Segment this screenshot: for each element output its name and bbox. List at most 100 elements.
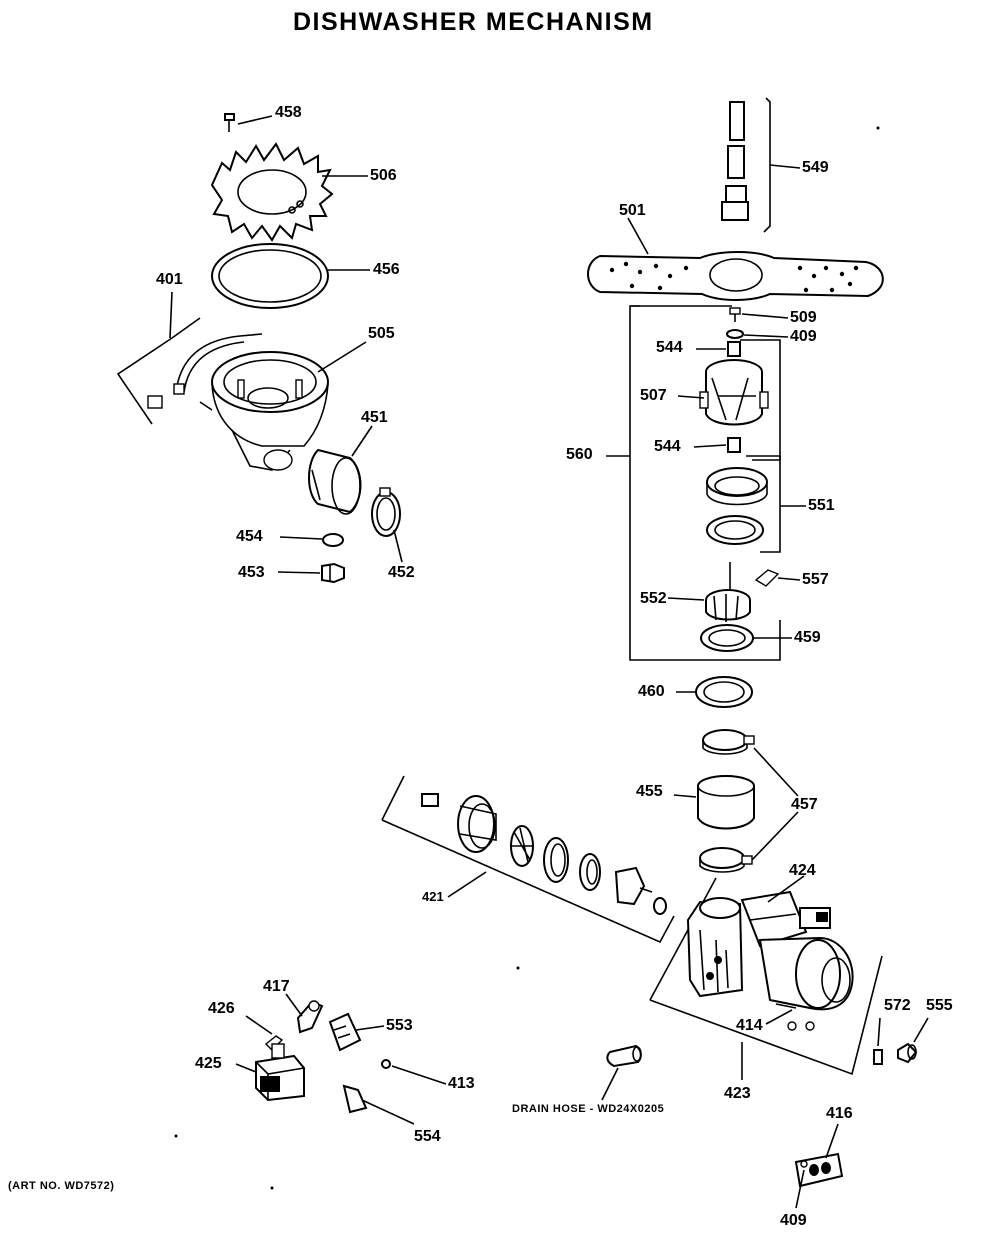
callout-560: 560 [566,446,593,463]
part-507-turbine [699,359,769,426]
part-551-seal-assembly [706,467,768,545]
part-453-fitting [321,562,345,584]
leader-drain-hose [601,1067,619,1101]
callout-501: 501 [619,202,646,219]
callout-413: 413 [448,1075,475,1092]
part-549-tube-assembly [721,101,749,221]
part-553-float [328,1012,362,1052]
callout-459: 459 [794,629,821,646]
part-572-plug [873,1049,883,1065]
callout-544-lower: 544 [654,438,681,455]
callout-421: 421 [422,889,444,904]
callout-423: 423 [724,1085,751,1102]
callout-451: 451 [361,409,388,426]
callout-425: 425 [195,1055,222,1072]
part-454-nut [322,533,344,547]
part-451-sleeve [308,448,362,515]
drain-hose-label: DRAIN HOSE - WD24X0205 [512,1103,665,1115]
part-554-bracket [342,1084,368,1114]
leader-544b [693,444,727,448]
leader-426 [245,1015,273,1035]
callout-455: 455 [636,783,663,800]
leader-454 [279,536,323,540]
bracket-423 [649,955,883,1076]
leader-457b [751,811,799,861]
art-number-label: (ART NO. WD7572) [8,1180,115,1192]
leader-417 [285,993,303,1017]
leader-453 [277,571,321,574]
part-459-gasket [700,624,754,652]
part-426-lever [264,1035,284,1051]
callout-460: 460 [638,683,665,700]
callout-544-upper: 544 [656,339,683,356]
callout-452: 452 [388,564,415,581]
leader-409b [795,1169,805,1209]
part-424-pump-motor [686,890,854,1011]
part-506-guard [210,142,334,242]
callout-505: 505 [368,325,395,342]
callout-552: 552 [640,590,667,607]
leader-572 [877,1017,881,1047]
leader-549 [769,164,801,169]
callout-453: 453 [238,564,265,581]
drain-hose-part [606,1044,642,1068]
callout-572: 572 [884,997,911,1014]
callout-506: 506 [370,167,397,184]
part-501-spray-arm [587,251,884,301]
part-457-clamp-lower [699,847,753,873]
leader-452 [393,529,403,563]
leader-552 [667,597,705,601]
callout-509: 509 [790,309,817,326]
bracket-421 [381,819,675,944]
part-421-pump-kit [421,793,667,915]
callout-414: 414 [736,1017,763,1034]
leader-458 [237,115,273,125]
leader-505 [317,341,367,373]
callout-416: 416 [826,1105,853,1122]
part-455-hose [697,775,755,830]
leader-414 [765,1009,793,1025]
part-416-terminal-block [794,1152,844,1188]
callout-557: 557 [802,571,829,588]
part-414-screw [775,1003,815,1031]
part-452-clamp [371,487,401,537]
leader-424 [767,875,805,903]
callout-409-lower: 409 [780,1212,807,1229]
part-544-bearing-lower [727,437,741,453]
callout-426: 426 [208,1000,235,1017]
callout-457: 457 [791,796,818,813]
part-457-clamp-upper [702,729,755,755]
part-417-switch [296,1000,324,1034]
callout-549: 549 [802,159,829,176]
part-458-screw [224,113,235,132]
callout-424: 424 [789,862,816,879]
leader-421 [447,871,487,898]
leader-555 [913,1017,929,1043]
leader-557 [777,577,801,581]
leader-409a [743,334,789,338]
part-552-impeller [705,562,751,622]
part-544-bearing-upper [727,341,741,357]
callout-507: 507 [640,387,667,404]
part-409-washer [726,329,744,339]
part-555-cap [897,1042,918,1064]
leader-457a [753,747,799,797]
leader-455 [673,794,697,798]
part-505-housing [211,351,329,471]
callout-554: 554 [414,1128,441,1145]
callout-454: 454 [236,528,263,545]
callout-551: 551 [808,497,835,514]
leader-509 [741,313,789,319]
part-456-ring [211,243,329,309]
leader-554 [361,1099,415,1125]
callout-417: 417 [263,978,290,995]
callout-409-upper: 409 [790,328,817,345]
part-460-gasket [695,676,753,708]
part-509-screw [729,307,741,322]
leader-413 [391,1065,447,1085]
callout-555: 555 [926,997,953,1014]
leader-501 [627,217,649,255]
part-401-wire-assembly [116,291,263,425]
part-557-clip [754,569,780,587]
